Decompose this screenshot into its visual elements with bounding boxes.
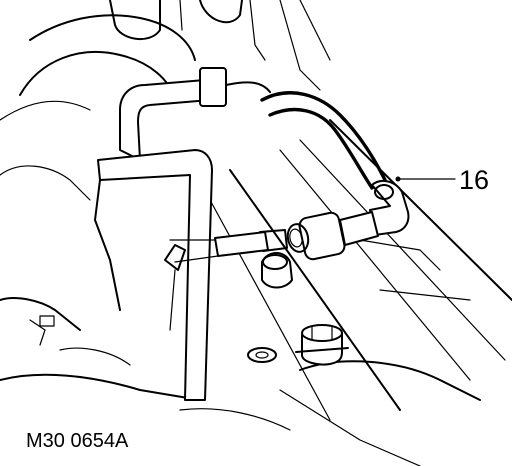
callout-label-16: 16 [459,165,489,195]
coolant-pipe [94,67,271,401]
bracket [39,244,186,331]
reference-code: M30 0654A [26,430,129,452]
fitting-and-bolt [247,252,349,366]
hose-16 [169,91,410,263]
callout-point-16 [395,176,401,182]
